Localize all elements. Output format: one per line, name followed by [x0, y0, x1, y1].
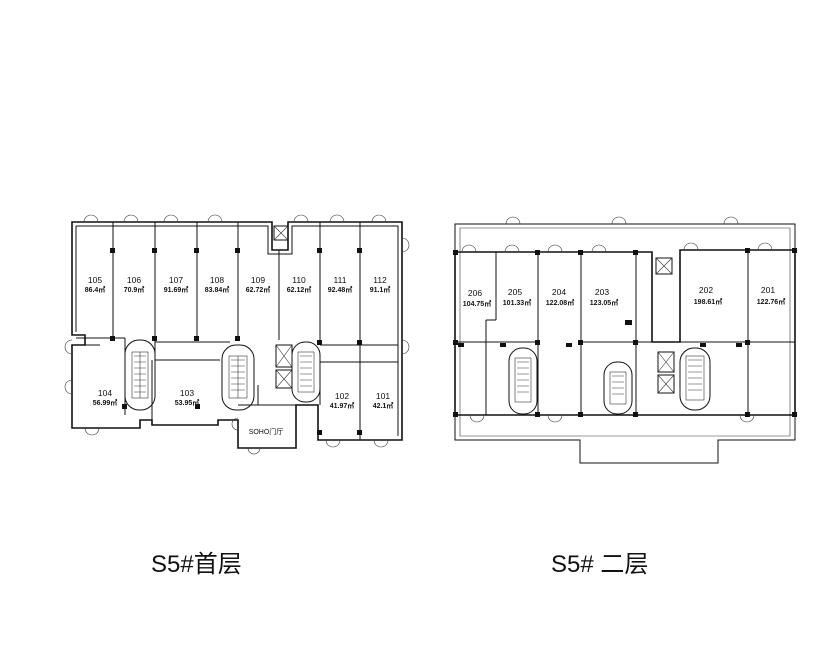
unit-201: 201 122.76㎡ — [757, 285, 785, 306]
first-floor-doors — [64, 214, 410, 455]
svg-text:42.1㎡: 42.1㎡ — [373, 401, 394, 410]
svg-text:62.72㎡: 62.72㎡ — [246, 285, 271, 294]
svg-text:204: 204 — [552, 287, 566, 297]
svg-text:104: 104 — [98, 388, 112, 398]
second-floor-columns — [453, 248, 797, 417]
svg-text:53.95㎡: 53.95㎡ — [175, 398, 200, 407]
svg-text:102: 102 — [335, 391, 349, 401]
first-floor-caption: S5#首层 — [151, 551, 242, 578]
first-floor-columns — [110, 248, 362, 435]
svg-text:201: 201 — [761, 285, 775, 295]
svg-text:91.1㎡: 91.1㎡ — [370, 285, 391, 294]
svg-text:110: 110 — [292, 275, 306, 285]
svg-text:104.75㎡: 104.75㎡ — [463, 299, 491, 308]
svg-text:202: 202 — [699, 285, 713, 295]
svg-text:203: 203 — [595, 287, 609, 297]
svg-text:101: 101 — [376, 391, 390, 401]
svg-text:107: 107 — [169, 275, 183, 285]
svg-text:86.4㎡: 86.4㎡ — [85, 285, 106, 294]
first-floor-walls — [71, 221, 403, 449]
svg-text:123.05㎡: 123.05㎡ — [590, 298, 618, 307]
svg-text:105: 105 — [88, 275, 102, 285]
svg-text:106: 106 — [127, 275, 141, 285]
svg-text:91.69㎡: 91.69㎡ — [164, 285, 189, 294]
svg-text:92.48㎡: 92.48㎡ — [328, 285, 353, 294]
svg-text:198.61㎡: 198.61㎡ — [694, 297, 722, 306]
svg-text:83.84㎡: 83.84㎡ — [205, 285, 230, 294]
svg-text:62.12㎡: 62.12㎡ — [287, 285, 312, 294]
svg-text:122.76㎡: 122.76㎡ — [757, 297, 785, 306]
second-floor-caption: S5# 二层 — [551, 551, 649, 578]
second-floor-doors — [461, 216, 773, 423]
second-floor-stairs — [508, 257, 711, 415]
svg-text:109: 109 — [251, 275, 265, 285]
soho-lobby-label: SOHO门厅 — [249, 427, 284, 436]
svg-text:41.97㎡: 41.97㎡ — [330, 401, 355, 410]
svg-text:70.9㎡: 70.9㎡ — [124, 285, 145, 294]
svg-text:206: 206 — [468, 288, 482, 298]
svg-text:108: 108 — [210, 275, 224, 285]
first-floor-stairs — [124, 225, 321, 411]
unit-202: 202 198.61㎡ — [694, 285, 722, 306]
svg-text:112: 112 — [373, 275, 387, 285]
svg-text:103: 103 — [180, 388, 194, 398]
svg-text:56.99㎡: 56.99㎡ — [93, 398, 118, 407]
svg-text:205: 205 — [508, 287, 522, 297]
svg-text:111: 111 — [334, 275, 347, 285]
second-floor-walls — [454, 223, 796, 464]
svg-text:101.33㎡: 101.33㎡ — [503, 298, 531, 307]
svg-text:122.08㎡: 122.08㎡ — [546, 298, 574, 307]
